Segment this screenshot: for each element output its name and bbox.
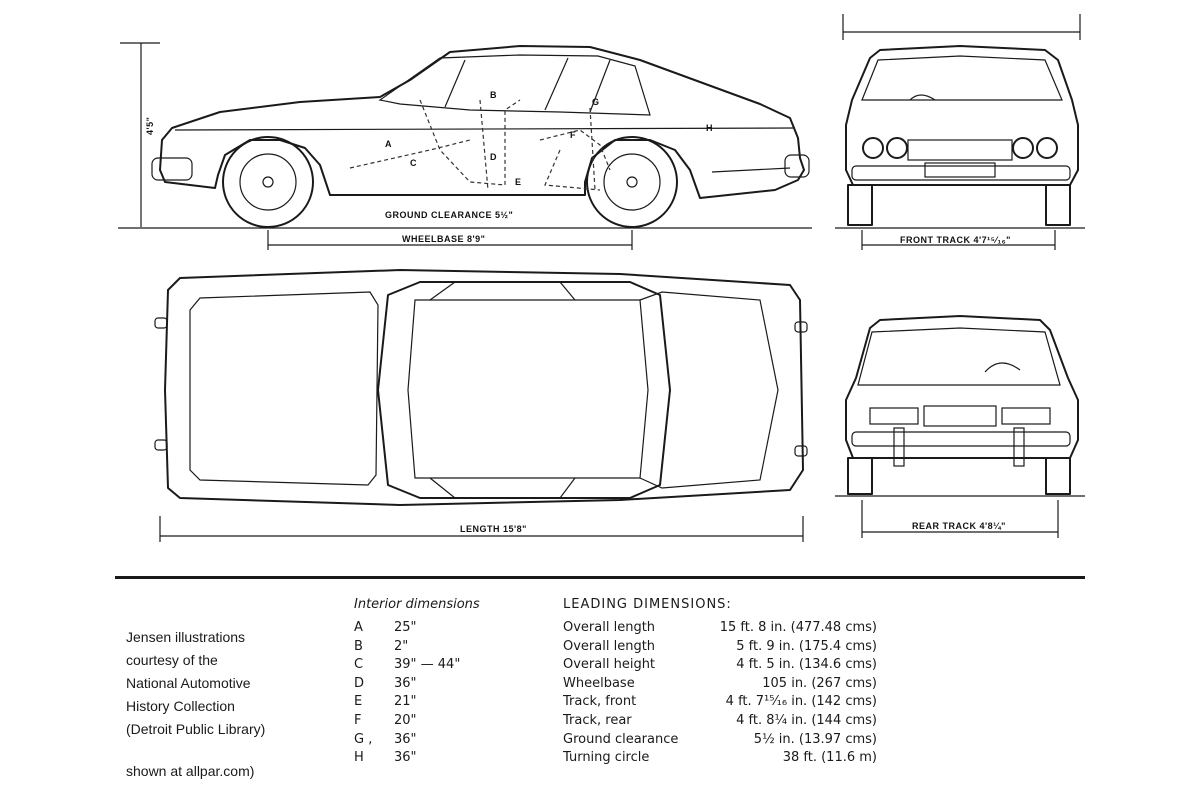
interior-marker: G [592,97,600,107]
row-value: 5 ft. 9 in. (175.4 cms) [736,638,877,654]
table-row: Overall length 5 ft. 9 in. (175.4 cms) [563,639,893,658]
row-value: 2" [394,638,409,654]
credit-line: Jensen illustrations [126,629,246,645]
table-row: E 21" [354,694,480,713]
table-row: H 36" [354,750,480,769]
row-value: 25" [394,620,417,635]
divider-rule [115,576,1085,579]
ground-clearance-label: GROUND CLEARANCE 5½" [385,210,513,220]
interior-marker: D [490,152,497,162]
table-row: Turning circle 38 ft. (11.6 m) [563,750,893,769]
interior-marker: E [515,177,522,187]
row-value: 39" — 44" [394,657,461,673]
front-track-label: FRONT TRACK 4'7¹⁵⁄₁₆" [900,235,1011,245]
front-view: FRONT TRACK 4'7¹⁵⁄₁₆" [835,14,1085,250]
row-value: 15 ft. 8 in. (477.48 cms) [719,620,877,635]
table-row: G , 36" [354,732,480,751]
row-value: 21" [394,694,417,710]
table-row: C 39" — 44" [354,657,480,676]
row-value: 5½ in. (13.97 cms) [753,731,877,747]
rear-track-label: REAR TRACK 4'8¼" [912,521,1006,531]
credit-line: (Detroit Public Library) [126,721,266,737]
credit-source: shown at allpar.com) [126,763,255,779]
interior-dimensions-title: Interior dimensions [354,597,480,612]
row-key: G , [354,731,373,747]
blueprint-drawing: A B C D E F G H 4'5" GROUND CLEARANCE 5½… [118,14,1085,542]
table-row: Overall height 4 ft. 5 in. (134.6 cms) [563,657,893,676]
row-key: H [354,750,364,766]
row-value: 38 ft. (11.6 m) [782,750,877,766]
row-key: D [354,675,365,691]
interior-marker: A [385,139,392,149]
interior-marker: C [410,158,417,168]
credit-block: Jensen illustrations courtesy of the Nat… [126,626,265,783]
row-value: 4 ft. 5 in. (134.6 cms) [736,657,877,673]
row-key: Turning circle [563,750,650,766]
row-key: E [354,694,363,710]
row-key: Ground clearance [563,731,679,747]
row-key: F [354,712,362,728]
credit-line: courtesy of the [126,652,218,668]
row-value: 36" [394,731,417,747]
row-value: 4 ft. 8¼ in. (144 cms) [736,712,877,728]
interior-marker: F [570,130,576,140]
table-row: A 25" [354,620,480,639]
table-row: D 36" [354,676,480,695]
row-key: Wheelbase [563,675,635,691]
length-label: LENGTH 15'8" [460,524,527,534]
row-key: Overall length [563,620,656,635]
row-value: 4 ft. 7¹⁵⁄₁₆ in. (142 cms) [725,694,877,710]
row-key: C [354,657,364,673]
table-row: Ground clearance 5½ in. (13.97 cms) [563,732,893,751]
row-value: 36" [394,675,417,691]
rear-view: REAR TRACK 4'8¼" [835,315,1085,538]
table-row: B 2" [354,639,480,658]
side-view: A B C D E F G H 4'5" GROUND CLEARANCE 5½… [118,42,812,250]
row-key: B [354,638,363,654]
table-row: Overall length 15 ft. 8 in. (477.48 cms) [563,620,893,639]
interior-marker: B [490,90,497,100]
table-row: Track, rear 4 ft. 8¼ in. (144 cms) [563,713,893,732]
row-key: Track, rear [563,712,632,728]
wheelbase-label: WHEELBASE 8'9" [402,234,485,244]
row-value: 36" [394,750,417,766]
row-key: Track, front [563,694,637,710]
leading-dimensions-title: LEADING DIMENSIONS: [563,597,732,612]
credit-line: History Collection [126,698,235,714]
row-value: 105 in. (267 cms) [762,675,877,691]
table-row: Wheelbase 105 in. (267 cms) [563,676,893,695]
table-row: Track, front 4 ft. 7¹⁵⁄₁₆ in. (142 cms) [563,694,893,713]
credit-line: National Automotive [126,675,251,691]
height-dimension-label: 4'5" [145,117,155,135]
top-view: LENGTH 15'8" [154,269,808,542]
row-value: 20" [394,712,417,728]
table-row: F 20" [354,713,480,732]
row-key: A [354,620,363,635]
row-key: Overall height [563,657,656,673]
interior-marker: H [706,123,713,133]
row-key: Overall length [563,638,656,654]
leading-dimensions-table: LEADING DIMENSIONS: Overall length 15 ft.… [563,597,893,769]
